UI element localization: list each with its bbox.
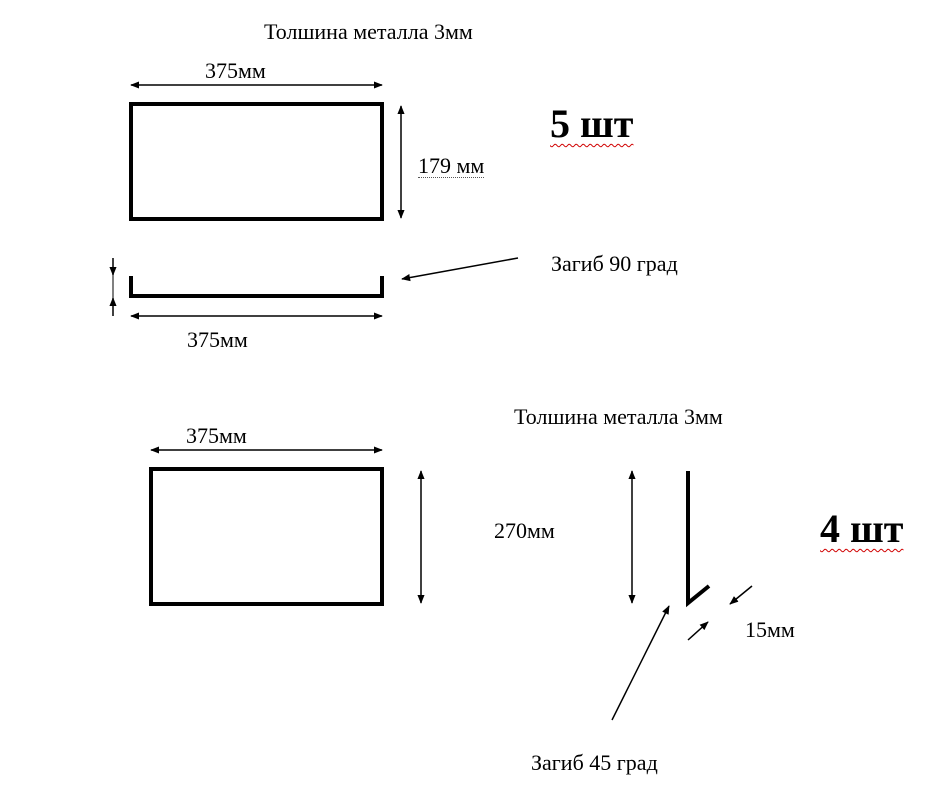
part1-quantity-label: 5 шт — [550, 101, 634, 146]
part2-thickness-label: Толшина металла 3мм — [514, 404, 723, 429]
part2-quantity-label: 4 шт — [820, 506, 904, 551]
part2-bend-note: Загиб 45 град — [531, 750, 658, 775]
part2-bend-leader-arrow — [611, 605, 670, 721]
part1-bend-leader-arrow — [401, 257, 519, 282]
part2-flange-label: 15мм — [745, 617, 795, 642]
part1-thickness-label: Толшина металла 3мм — [264, 19, 473, 44]
part2-flange-dimension-arrow-upper — [729, 585, 753, 605]
part2-width-label: 375мм — [186, 423, 247, 448]
part2-height-label: 270мм — [494, 518, 555, 543]
part1-height-label: 179 мм — [418, 153, 485, 178]
part2-flange-dimension-arrow-lower — [687, 621, 709, 641]
part2-bent-profile — [686, 471, 711, 608]
part1-width-bottom-label: 375мм — [187, 327, 248, 352]
part1-width-top-label: 375мм — [205, 58, 266, 83]
part1-bend-note: Загиб 90 град — [551, 251, 678, 276]
part1-bent-profile — [129, 276, 384, 298]
part2-plate-outline — [149, 467, 384, 606]
part1-plate-outline — [129, 102, 384, 221]
